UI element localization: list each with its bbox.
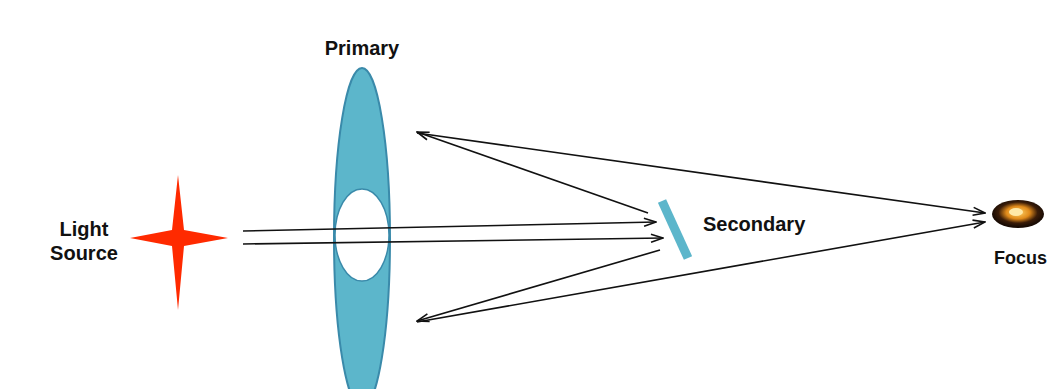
part-label: Secondary xyxy=(703,212,805,236)
focus-image xyxy=(992,200,1044,228)
part-label: Focus xyxy=(994,248,1047,270)
part-label: Primary xyxy=(325,36,400,60)
part-label: Light Source xyxy=(34,217,134,265)
primary-hole xyxy=(335,189,389,281)
focus-core xyxy=(1009,208,1023,216)
light-rays xyxy=(243,132,985,322)
secondary-mirror xyxy=(662,201,688,258)
light-source-star xyxy=(130,175,228,310)
